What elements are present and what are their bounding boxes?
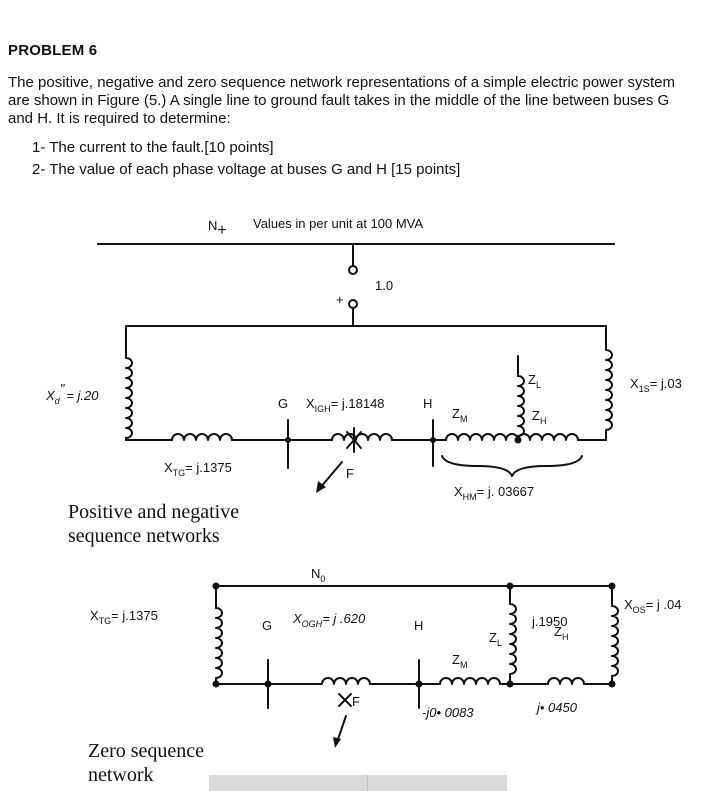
xtg-zero-coil [215,607,223,679]
question-1: 1- The current to the fault.[10 points] [32,139,274,156]
positive-fault-label: F [346,466,354,481]
zl-positive-coil [517,375,525,437]
x1s-reactance-coil [605,349,613,431]
positive-xtg-label: XTG= j.1375 [164,460,232,478]
zm-positive-coil [445,433,519,441]
zero-bus-h-label: H [414,618,423,633]
zero-xtg-label: XTG= j.1375 [90,608,158,626]
positive-fault-arrowhead [316,481,326,493]
source-value: 1.0 [375,278,393,293]
zero-neutral-label: N0 [311,566,325,584]
zero-zh-value: j• 0450 [535,700,578,715]
units-note: Values in per unit at 100 MVA [253,216,423,231]
zh-zero-coil [547,677,585,685]
zero-fault-mark [338,693,352,707]
xos-label: XOS= j .04 [624,597,681,615]
xd-reactance-coil [125,357,133,439]
question-2: 2- The value of each phase voltage at bu… [32,161,461,178]
zero-caption-line1: Zero sequence [88,740,204,762]
problem-title: PROBLEM 6 [8,42,98,59]
source-terminal-upper [348,265,358,275]
positive-node-zl [514,436,522,444]
zero-node-tm [506,582,514,590]
zero-node-bm [506,680,514,688]
xogh-zero-coil [321,677,371,685]
zero-bus-g-label: G [262,618,272,633]
bottom-bar-divider [367,775,368,791]
bottom-gray-bar [209,775,507,791]
xogh-label: XOGH= j .620 [292,611,366,629]
xd-label: Xd"= j.20 [45,381,99,406]
zm-zero-coil [439,677,501,685]
positive-fault-arrow [319,461,343,489]
zero-fault-arrowhead [333,737,341,748]
positive-zm-label: ZM [452,406,467,424]
positive-node-h [430,437,436,443]
zero-zm-label: ZM [452,652,467,670]
zero-node-tr [608,582,616,590]
zero-zl-value: j.1950 [531,614,567,629]
problem-statement: The positive, negative and zero sequence… [8,74,676,127]
zero-fault-label: F [352,694,360,709]
zero-zm-value: -j0• 0083 [422,705,474,720]
zero-zl-label: ZL [489,630,502,648]
xigh-positive-coil [331,433,393,441]
zero-zh-label: ZH [554,624,568,642]
zh-positive-coil [517,433,579,441]
zero-node-h [415,680,423,688]
positive-node-g [285,437,291,443]
xos-zero-coil [611,605,619,677]
zero-node-g [264,680,272,688]
xigh-label: XIGH= j.18148 [306,396,385,414]
zero-node-bl [212,680,220,688]
xhm-brace [441,455,583,477]
positive-zl-label: ZL [528,372,541,390]
positive-neutral-label: N+ [208,218,227,239]
x1s-label: X1S= j.03 [630,376,682,394]
source-terminal-lower [348,299,358,309]
source-plus-sign: + [336,292,344,307]
zero-fault-arrow [336,715,347,743]
positive-fault-mark [346,427,362,453]
positive-bus-g-label: G [278,396,288,411]
xhm-label: XHM= j. 03667 [454,484,534,502]
zero-caption-line2: network [88,764,154,786]
positive-caption-line1: Positive and negative [68,501,239,523]
xtg-positive-coil [171,433,233,441]
positive-bus-h-label: H [423,396,432,411]
zero-node-tl [212,582,220,590]
positive-zh-label: ZH [532,408,546,426]
zero-node-br [608,680,616,688]
zl-zero-coil [509,603,517,675]
positive-caption-line2: sequence networks [68,525,220,547]
